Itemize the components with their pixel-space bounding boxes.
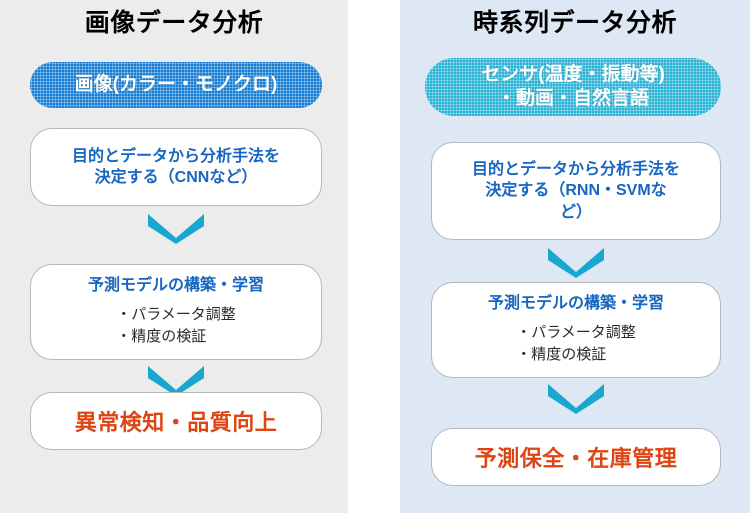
bullet-item: ・パラメータ調整 <box>116 305 236 323</box>
source-node-left-label: 画像(カラー・モノクロ) <box>74 74 278 96</box>
step-box-right-1-line3: ど） <box>559 203 592 221</box>
page-title-right: 時系列データ分析 <box>472 9 677 37</box>
step-box-right-1-line2: 決定する（RNN・SVMな <box>485 182 667 200</box>
page-title-left: 画像データ分析 <box>84 9 264 37</box>
source-node-right-line1: センサ(温度・振動等) <box>481 64 665 86</box>
chevron-down-icon <box>548 248 604 278</box>
step-box-right-1: 目的とデータから分析手法を 決定する（RNN・SVMな ど） <box>431 142 721 240</box>
panel-timeseries-data-analysis: 時系列データ分析 センサ(温度・振動等) ・動画・自然言語 目的とデータから分析… <box>400 0 750 513</box>
source-node-right-label: センサ(温度・振動等) ・動画・自然言語 <box>471 63 675 111</box>
step-box-left-1: 目的とデータから分析手法を 決定する（CNNなど） <box>30 128 322 206</box>
source-node-right-line2: ・動画・自然言語 <box>496 88 649 109</box>
result-box-left-label: 異常検知・品質向上 <box>74 410 278 435</box>
result-box-left: 異常検知・品質向上 <box>30 392 322 450</box>
step-box-left-2-line1: 予測モデルの構築・学習 <box>87 277 264 295</box>
step-box-left-2-bullets: ・パラメータ調整 ・精度の検証 <box>116 304 236 349</box>
chevron-down-icon <box>148 214 204 244</box>
bullet-item: ・精度の検証 <box>516 346 607 364</box>
source-node-right: センサ(温度・振動等) ・動画・自然言語 <box>425 58 721 116</box>
step-box-right-2-bullets: ・パラメータ調整 ・精度の検証 <box>516 322 636 367</box>
panel-image-data-analysis: 画像データ分析 画像(カラー・モノクロ) 目的とデータから分析手法を 決定する（… <box>0 0 348 513</box>
source-node-left: 画像(カラー・モノクロ) <box>30 62 322 108</box>
bullet-item: ・精度の検証 <box>116 328 207 346</box>
step-box-left-1-line1: 目的とデータから分析手法を <box>71 147 280 165</box>
step-box-right-2-line1: 予測モデルの構築・学習 <box>487 295 664 313</box>
step-box-right-1-line1: 目的とデータから分析手法を <box>471 161 680 179</box>
result-box-right: 予測保全・在庫管理 <box>431 428 721 486</box>
result-box-right-label: 予測保全・在庫管理 <box>474 446 678 471</box>
step-box-right-2: 予測モデルの構築・学習 ・パラメータ調整 ・精度の検証 <box>431 282 721 378</box>
bullet-item: ・パラメータ調整 <box>516 323 636 341</box>
step-box-left-2: 予測モデルの構築・学習 ・パラメータ調整 ・精度の検証 <box>30 264 322 360</box>
chevron-down-icon <box>548 384 604 414</box>
chevron-down-icon <box>148 366 204 396</box>
step-box-left-1-line2: 決定する（CNNなど） <box>94 169 258 186</box>
